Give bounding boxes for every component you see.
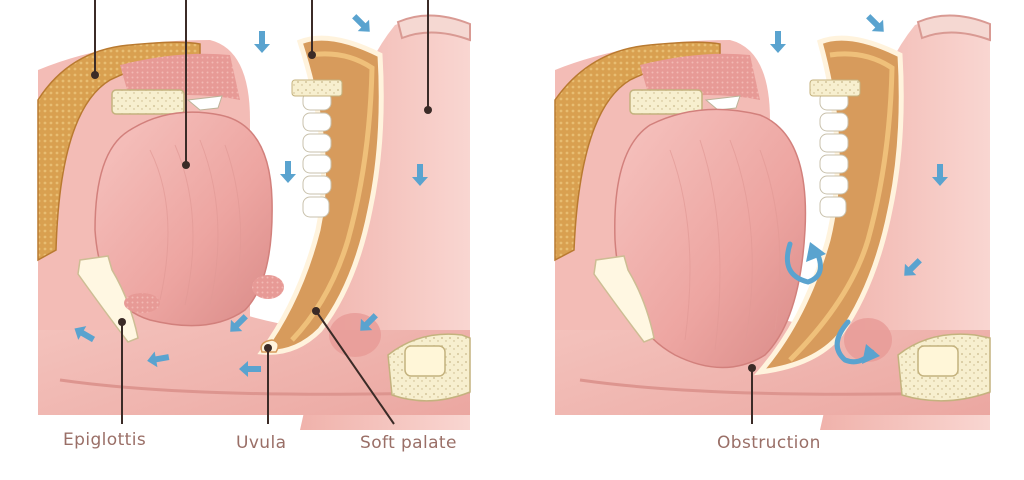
airflow-arrow-icon [862, 10, 890, 38]
tooth [186, 95, 223, 111]
epiglottis [593, 255, 655, 343]
jaw-bone [629, 89, 703, 115]
tongue [614, 108, 807, 369]
label-epiglottis: Epiglottis [63, 430, 147, 450]
airflow-arrow-icon [254, 31, 270, 53]
mucosa-layer [120, 53, 240, 100]
tonsil [252, 275, 284, 299]
label-soft-palate: Soft palate [360, 433, 457, 453]
nasal-rim [916, 14, 991, 42]
tongue [94, 111, 273, 327]
leader-lines-left [94, 0, 429, 425]
label-uvula: Uvula [236, 433, 287, 453]
airflow-arrow-icon [348, 10, 376, 38]
jaw-bone [111, 89, 185, 115]
left-panel-normal-airway [37, 0, 471, 430]
label-obstruction: Obstruction [717, 433, 821, 453]
mucosa-layer [640, 53, 760, 100]
tooth [704, 95, 741, 111]
vertebrae [302, 91, 332, 218]
nasal-rim [396, 14, 471, 42]
airflow-arrow-icon [770, 31, 786, 53]
right-panel-obstructed-airway [554, 10, 991, 430]
airflow-arrow-icon [280, 161, 296, 183]
